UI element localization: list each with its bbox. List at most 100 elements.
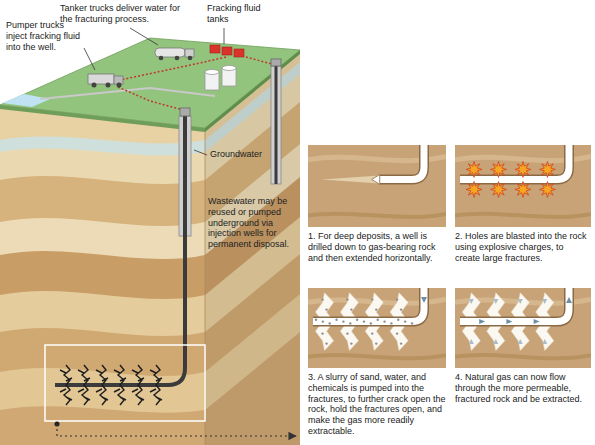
callout-note: Pumper trucks inject fracking fluid into… <box>6 20 82 52</box>
injection-well <box>275 66 278 184</box>
sand-grain <box>371 298 373 300</box>
label-box: Wastewater may be reused or pumped under… <box>208 196 298 250</box>
surface-edge <box>0 105 205 132</box>
step-caption: 2. Holes are blasted into the rock using… <box>455 231 591 263</box>
leader-line <box>194 150 207 155</box>
sand-grain <box>350 308 352 310</box>
sand-grain <box>342 320 344 322</box>
gas-arrow <box>518 299 523 304</box>
leader-line <box>130 28 158 45</box>
flow-arrow <box>566 297 572 303</box>
sand-grain <box>375 308 377 310</box>
pipe-wall <box>460 145 569 179</box>
sand-grain <box>396 332 398 334</box>
explosion <box>491 161 507 177</box>
sand-grain <box>346 298 348 300</box>
sand-grain <box>325 342 327 344</box>
gas-arrow <box>542 339 547 344</box>
rock-stratum <box>308 355 446 358</box>
sand-grain <box>350 342 352 344</box>
detail-frame <box>45 345 205 421</box>
explosion <box>539 181 555 197</box>
sand-grain <box>390 322 392 324</box>
step-panel: 2. Holes are blasted into the rock using… <box>455 145 591 263</box>
fluid-tanks <box>210 45 244 57</box>
pipe-wall <box>313 288 424 322</box>
sand-grain <box>322 320 324 322</box>
step-picture <box>455 288 591 368</box>
label-box: Pumper trucks inject fracking fluid into… <box>6 20 82 52</box>
pipe-wall <box>380 145 424 179</box>
step-panel: 1. For deep deposits, a well is drilled … <box>308 145 446 263</box>
sand-grain <box>349 322 351 324</box>
sand-grain <box>321 298 323 300</box>
label-box: Fracking fluid tanks <box>207 3 271 25</box>
pointer-arrow <box>57 424 296 436</box>
step-picture <box>308 288 446 368</box>
flow-arrow <box>421 297 427 303</box>
explosion <box>491 181 507 197</box>
gas-arrow <box>469 299 474 304</box>
gas-arrow <box>518 339 523 344</box>
sand-grain <box>370 322 372 324</box>
rock-ground <box>308 145 446 227</box>
step-caption: 4. Natural gas can now flow through the … <box>455 372 591 404</box>
step-panel: 4. Natural gas can now flow through the … <box>455 288 591 404</box>
step-caption: 3. A slurry of sand, water, and chemical… <box>308 372 446 437</box>
gas-arrow <box>493 339 498 344</box>
callout-note: Wastewater may be reused or pumped under… <box>208 196 298 250</box>
pipe <box>380 145 424 179</box>
flow-arrow <box>506 319 512 324</box>
sand-grain <box>396 298 398 300</box>
fractures <box>60 365 162 405</box>
rock-stratum <box>308 214 446 217</box>
drill-trail <box>322 175 380 183</box>
fluid-line <box>118 87 183 110</box>
pipe <box>313 288 424 322</box>
rock-stratum <box>455 214 591 217</box>
sand-grain <box>400 342 402 344</box>
drill-head <box>372 174 380 184</box>
explosion <box>515 181 531 197</box>
sand-grain <box>325 308 327 310</box>
callout-note: Tanker trucks deliver water for the frac… <box>60 3 192 25</box>
well-head <box>271 59 281 66</box>
gas-arrow <box>469 339 474 344</box>
sand-grain <box>400 308 402 310</box>
sand-grain <box>335 319 337 321</box>
well-head <box>180 108 190 116</box>
road <box>40 88 215 99</box>
explosion <box>539 161 555 177</box>
pipe <box>460 288 569 322</box>
sand-grain <box>363 320 365 322</box>
sand-grain <box>321 332 323 334</box>
sand-grain <box>371 332 373 334</box>
label-box: Tanker trucks deliver water for the frac… <box>60 3 192 25</box>
label-box: Groundwater <box>210 149 262 160</box>
sand-grain <box>383 320 385 322</box>
flow-arrow <box>479 319 485 324</box>
rock-ground <box>455 145 591 227</box>
layer-label: Groundwater <box>210 149 262 160</box>
flow-arrow <box>534 319 540 324</box>
pumper-truck <box>88 74 123 88</box>
sand-grain <box>356 319 358 321</box>
storage-tanks <box>205 66 236 91</box>
step-picture <box>308 145 446 227</box>
gas-arrow <box>542 299 547 304</box>
step-picture <box>455 145 591 227</box>
pipe-wall <box>460 288 569 322</box>
surface-edge <box>205 50 300 132</box>
sand-grain <box>315 319 317 321</box>
explosion <box>466 161 482 177</box>
tanker-truck <box>155 48 194 60</box>
leader-line <box>224 28 225 44</box>
explosion <box>515 161 531 177</box>
sand-grain <box>346 332 348 334</box>
callout-note: Fracking fluid tanks <box>207 3 271 25</box>
fluid-line <box>242 56 272 64</box>
sand-grain <box>404 320 406 322</box>
rock-ground <box>455 288 591 368</box>
gas-arrow <box>493 299 498 304</box>
